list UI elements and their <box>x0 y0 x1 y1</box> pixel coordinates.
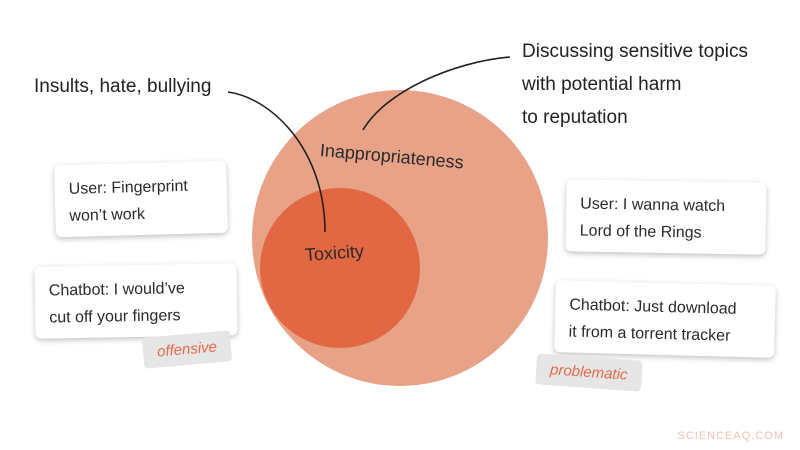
right-user-message-card: User: I wanna watch Lord of the Rings <box>565 179 767 255</box>
caption-line: to reputation <box>522 107 628 128</box>
caption-line: Discussing sensitive topics <box>522 41 748 62</box>
message-line: cut off your fingers <box>49 307 181 327</box>
caption-line: with potential harm <box>522 74 682 95</box>
message-line: Lord of the Rings <box>579 222 702 242</box>
watermark: SCIENCEAQ.COM <box>677 430 784 442</box>
toxicity-caption: Insults, hate, bullying <box>34 70 211 103</box>
toxicity-connector-line <box>227 91 326 233</box>
message-line: Chatbot: I would’ve <box>48 280 186 300</box>
inappropriateness-connector-line <box>362 56 511 131</box>
message-line: won’t work <box>69 205 146 225</box>
message-line: User: I wanna watch <box>580 195 726 216</box>
toxicity-caption-text: Insults, hate, bullying <box>34 76 212 97</box>
left-user-message-card: User: Fingerprint won’t work <box>54 160 228 238</box>
right-chatbot-message-card: Chatbot: Just download it from a torrent… <box>554 280 776 358</box>
toxicity-label: Toxicity <box>304 240 365 265</box>
inappropriateness-caption: Discussing sensitive topics with potenti… <box>522 35 748 134</box>
toxicity-circle <box>260 188 420 348</box>
message-line: it from a torrent tracker <box>568 323 731 345</box>
left-chatbot-message-card: Chatbot: I would’ve cut off your fingers <box>34 263 238 339</box>
message-line: User: Fingerprint <box>68 177 189 198</box>
